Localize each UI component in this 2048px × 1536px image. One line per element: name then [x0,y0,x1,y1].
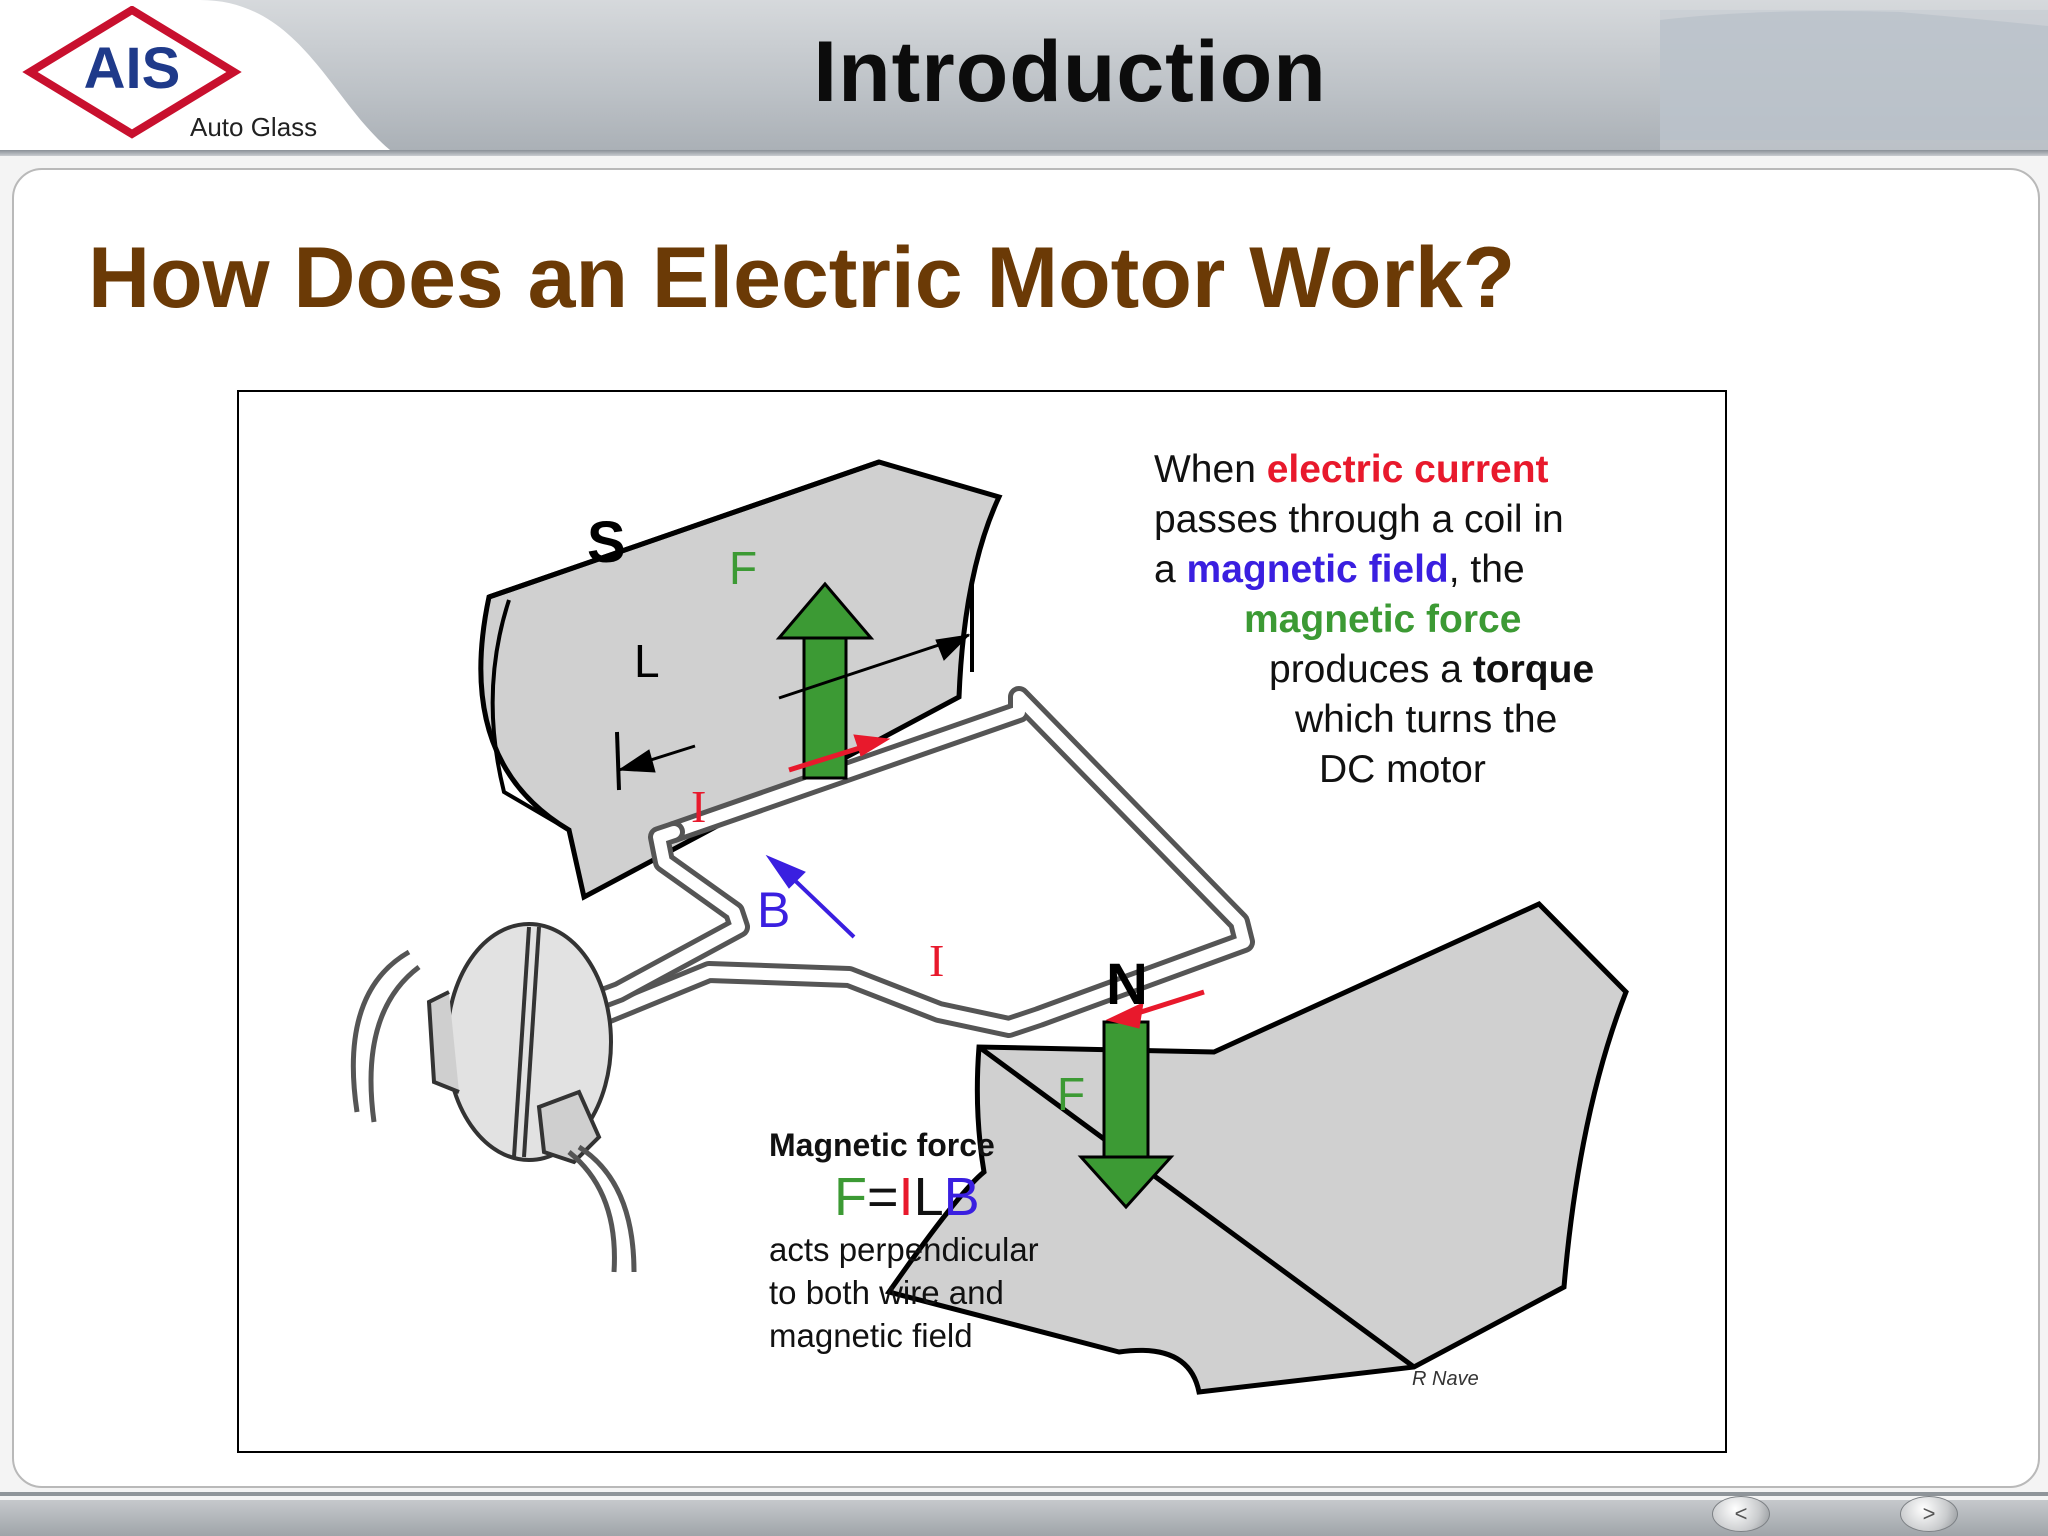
description-line-1: When electric current [1154,445,1549,495]
description-text: , the [1448,548,1525,591]
length-marker [615,580,974,791]
formula-f: F [834,1167,867,1227]
header-divider [0,150,2048,156]
slide-header: AIS Auto Glass Introduction [0,0,2048,155]
force-arrow-up [775,581,875,780]
logo-subtext: Auto Glass [190,112,317,142]
motor-diagram: S N F F L I I B R Nave When electric cur… [237,390,1727,1453]
formula-i: I [898,1167,914,1227]
description-text: When [1154,448,1267,491]
formula-note-1: acts perpendicular [769,1231,1039,1268]
description-force: magnetic force [1244,598,1522,641]
south-magnet [478,459,1003,901]
description-text: passes through a coil in [1154,498,1564,541]
formula: F=ILB [834,1162,980,1232]
formula-l: L [913,1167,944,1227]
description-line-3: a magnetic field, the [1154,545,1525,595]
chevron-left-icon: < [1734,1501,1748,1526]
length-label: L [634,635,660,687]
current-arrow-bottom [1105,989,1205,1029]
slide-heading: How Does an Electric Motor Work? [88,230,1516,326]
motor-diagram-drawing: S N F F L I I B R Nave [350,459,1629,1395]
next-slide-button[interactable]: > [1900,1496,1958,1532]
field-arrow [765,854,856,939]
current-label-top: I [691,781,706,832]
description-field: magnetic field [1186,548,1449,591]
current-label-bottom: I [929,935,944,986]
current-arrow-top [788,734,891,773]
slide-title: Introduction [813,24,1327,120]
description-current: electric current [1266,448,1549,491]
north-pole-label: N [1106,952,1148,1017]
ais-logo: AIS Auto Glass [22,6,317,142]
formula-caption: Magnetic force [769,1127,995,1163]
previous-slide-button[interactable]: < [1712,1496,1770,1532]
description-text: produces a [1269,648,1473,691]
force-label-top: F [729,542,757,594]
description-text: a [1154,548,1187,591]
description-text: which turns the [1295,698,1558,741]
chevron-right-icon: > [1922,1501,1936,1526]
formula-b: B [943,1167,980,1227]
logo-text: AIS [84,36,181,101]
footer-divider [0,1492,2048,1496]
description-line-5: produces a torque [1269,645,1594,695]
formula-eq: = [867,1167,899,1227]
brush-leads [350,949,637,1273]
description-line-4: magnetic force [1244,595,1521,645]
field-label: B [757,882,790,938]
description-text: DC motor [1319,748,1486,791]
formula-note-3: magnetic field [769,1317,973,1354]
description-line-6: which turns the [1295,695,1557,745]
description-line-2: passes through a coil in [1154,495,1564,545]
credit-label: R Nave [1412,1368,1479,1390]
north-magnet [884,901,1629,1395]
force-arrow-down [1077,1020,1175,1210]
formula-note-2: to both wire and [769,1274,1004,1311]
description-line-7: DC motor [1319,745,1486,795]
description-torque: torque [1472,648,1595,691]
commutator [426,922,613,1165]
force-label-bottom: F [1057,1068,1085,1120]
south-pole-label: S [587,510,626,575]
slide-footer [0,1500,2048,1536]
